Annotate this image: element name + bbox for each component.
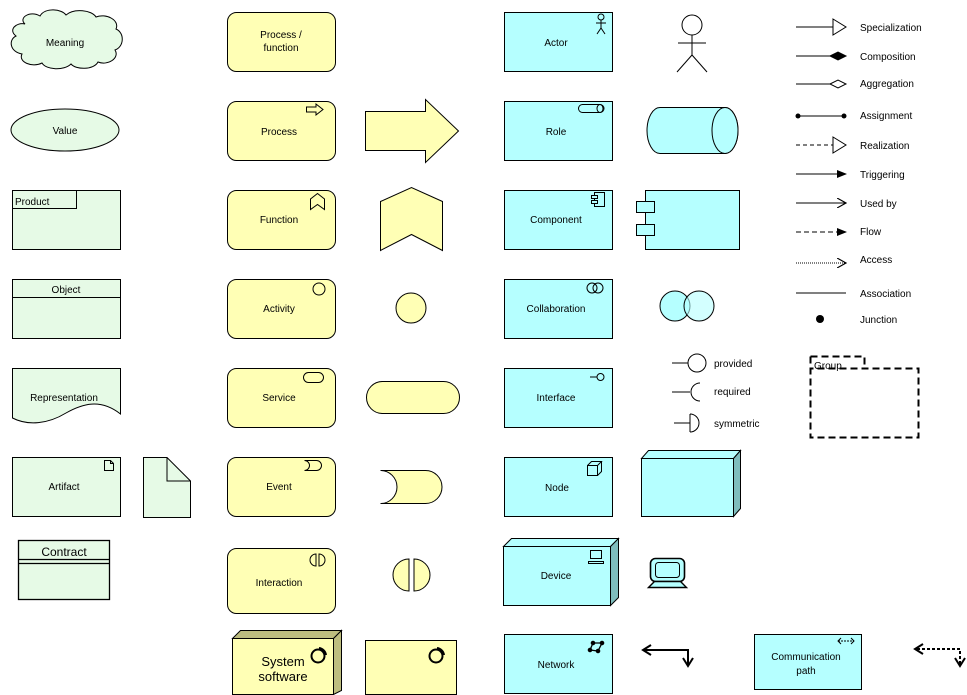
activity-label: Activity [263,304,295,315]
role-label: Role [546,127,567,138]
relation-association-label: Association [860,289,911,300]
interface-required[interactable]: required [672,383,751,401]
relation-association[interactable]: Association [796,289,911,300]
artifact-shape[interactable]: Artifact [13,458,121,517]
system-software-notation[interactable] [366,641,457,695]
system-software-shape[interactable]: System software [233,631,342,695]
actor-shape[interactable]: Actor [505,13,613,72]
activity-shape[interactable]: Activity [228,280,336,339]
relation-aggregation[interactable]: Aggregation [796,79,914,90]
activity-circle-notation[interactable] [396,293,426,323]
relation-flow[interactable]: Flow [796,227,882,238]
device-computer-notation[interactable] [649,559,687,588]
service-pill-notation[interactable] [367,382,460,414]
relation-junction-label: Junction [860,315,897,326]
interface-provided-label: provided [714,359,752,370]
relation-composition[interactable]: Composition [796,52,916,63]
event-label: Event [266,482,292,493]
communication-path-label-line1: Communication [771,652,840,663]
group-shape[interactable]: Group [811,357,919,438]
artifact-notation-shape[interactable] [144,458,191,518]
component-shape[interactable]: Component [505,191,613,250]
interaction-shape[interactable]: Interaction [228,549,336,614]
interface-symmetric[interactable]: symmetric [674,414,760,432]
device-shape[interactable]: Device [504,539,619,606]
object-shape[interactable]: Object [13,280,121,339]
contract-label: Contract [41,545,87,559]
process-shape[interactable]: Process [228,102,336,161]
relation-realization-label: Realization [860,141,909,152]
relation-flow-label: Flow [860,227,882,238]
process-arrow-notation[interactable] [366,100,459,163]
relation-assignment-label: Assignment [860,111,912,122]
interface-provided[interactable]: provided [672,354,752,372]
relation-used-by[interactable]: Used by [796,199,897,210]
communication-path-label-line2: path [796,666,815,677]
relation-assignment[interactable]: Assignment [796,111,913,122]
component-label: Component [530,215,582,226]
event-notation[interactable] [381,471,443,504]
relation-used-by-label: Used by [860,199,897,210]
network-shape[interactable]: Network [505,635,613,694]
meaning-label: Meaning [46,38,84,49]
value-label: Value [53,126,78,137]
collaboration-label: Collaboration [527,304,586,315]
role-cylinder-notation[interactable] [647,108,738,154]
interaction-notation[interactable] [393,559,430,591]
function-shape[interactable]: Function [228,191,336,250]
relation-access[interactable]: Access [796,255,892,266]
function-chevron-notation[interactable] [381,188,443,251]
process-function-label-line2: function [263,43,298,54]
meaning-shape[interactable]: Meaning [11,10,122,69]
actor-stick-notation[interactable] [677,15,707,72]
relation-specialization[interactable]: Specialization [796,19,922,35]
system-software-label-line1: System [261,654,304,669]
component-notation[interactable] [637,191,740,250]
device-label: Device [541,571,572,582]
interface-required-label: required [714,387,751,398]
network-label: Network [538,660,576,671]
role-shape[interactable]: Role [505,102,613,161]
artifact-label: Artifact [48,482,79,493]
function-label: Function [260,215,298,226]
representation-label: Representation [30,393,98,404]
relation-triggering[interactable]: Triggering [796,170,905,181]
service-label: Service [262,393,296,404]
relation-junction[interactable]: Junction [816,315,897,326]
relation-triggering-label: Triggering [860,170,905,181]
value-shape[interactable]: Value [11,109,119,151]
relation-specialization-label: Specialization [860,23,922,34]
event-shape[interactable]: Event [228,458,336,517]
communication-path-notation[interactable] [915,644,965,666]
relation-aggregation-label: Aggregation [860,79,914,90]
node-label: Node [545,483,569,494]
node-shape[interactable]: Node [505,458,613,517]
group-label: Group [814,361,842,372]
system-software-label-line2: software [258,669,307,684]
interface-shape[interactable]: Interface [505,369,613,428]
communication-path-shape[interactable]: Communication path [755,635,862,690]
node-3d-notation[interactable] [642,451,741,517]
interface-symmetric-label: symmetric [714,419,760,430]
representation-shape[interactable]: Representation [13,369,121,423]
object-label: Object [52,285,81,296]
product-shape[interactable]: Product [13,191,121,250]
process-label: Process [261,127,297,138]
product-label: Product [15,197,50,208]
contract-shape[interactable]: Contract [19,541,110,600]
process-function-label-line1: Process / [260,30,302,41]
interface-label: Interface [537,393,576,404]
relation-realization[interactable]: Realization [796,137,909,153]
actor-label: Actor [544,38,568,49]
process-function-shape[interactable]: Process / function [228,13,336,72]
service-shape[interactable]: Service [228,369,336,428]
collaboration-notation[interactable] [660,291,714,321]
interaction-label: Interaction [256,578,303,589]
collaboration-shape[interactable]: Collaboration [505,280,613,339]
relation-composition-label: Composition [860,52,916,63]
network-path-notation[interactable] [643,645,693,666]
relation-access-label: Access [860,255,892,266]
